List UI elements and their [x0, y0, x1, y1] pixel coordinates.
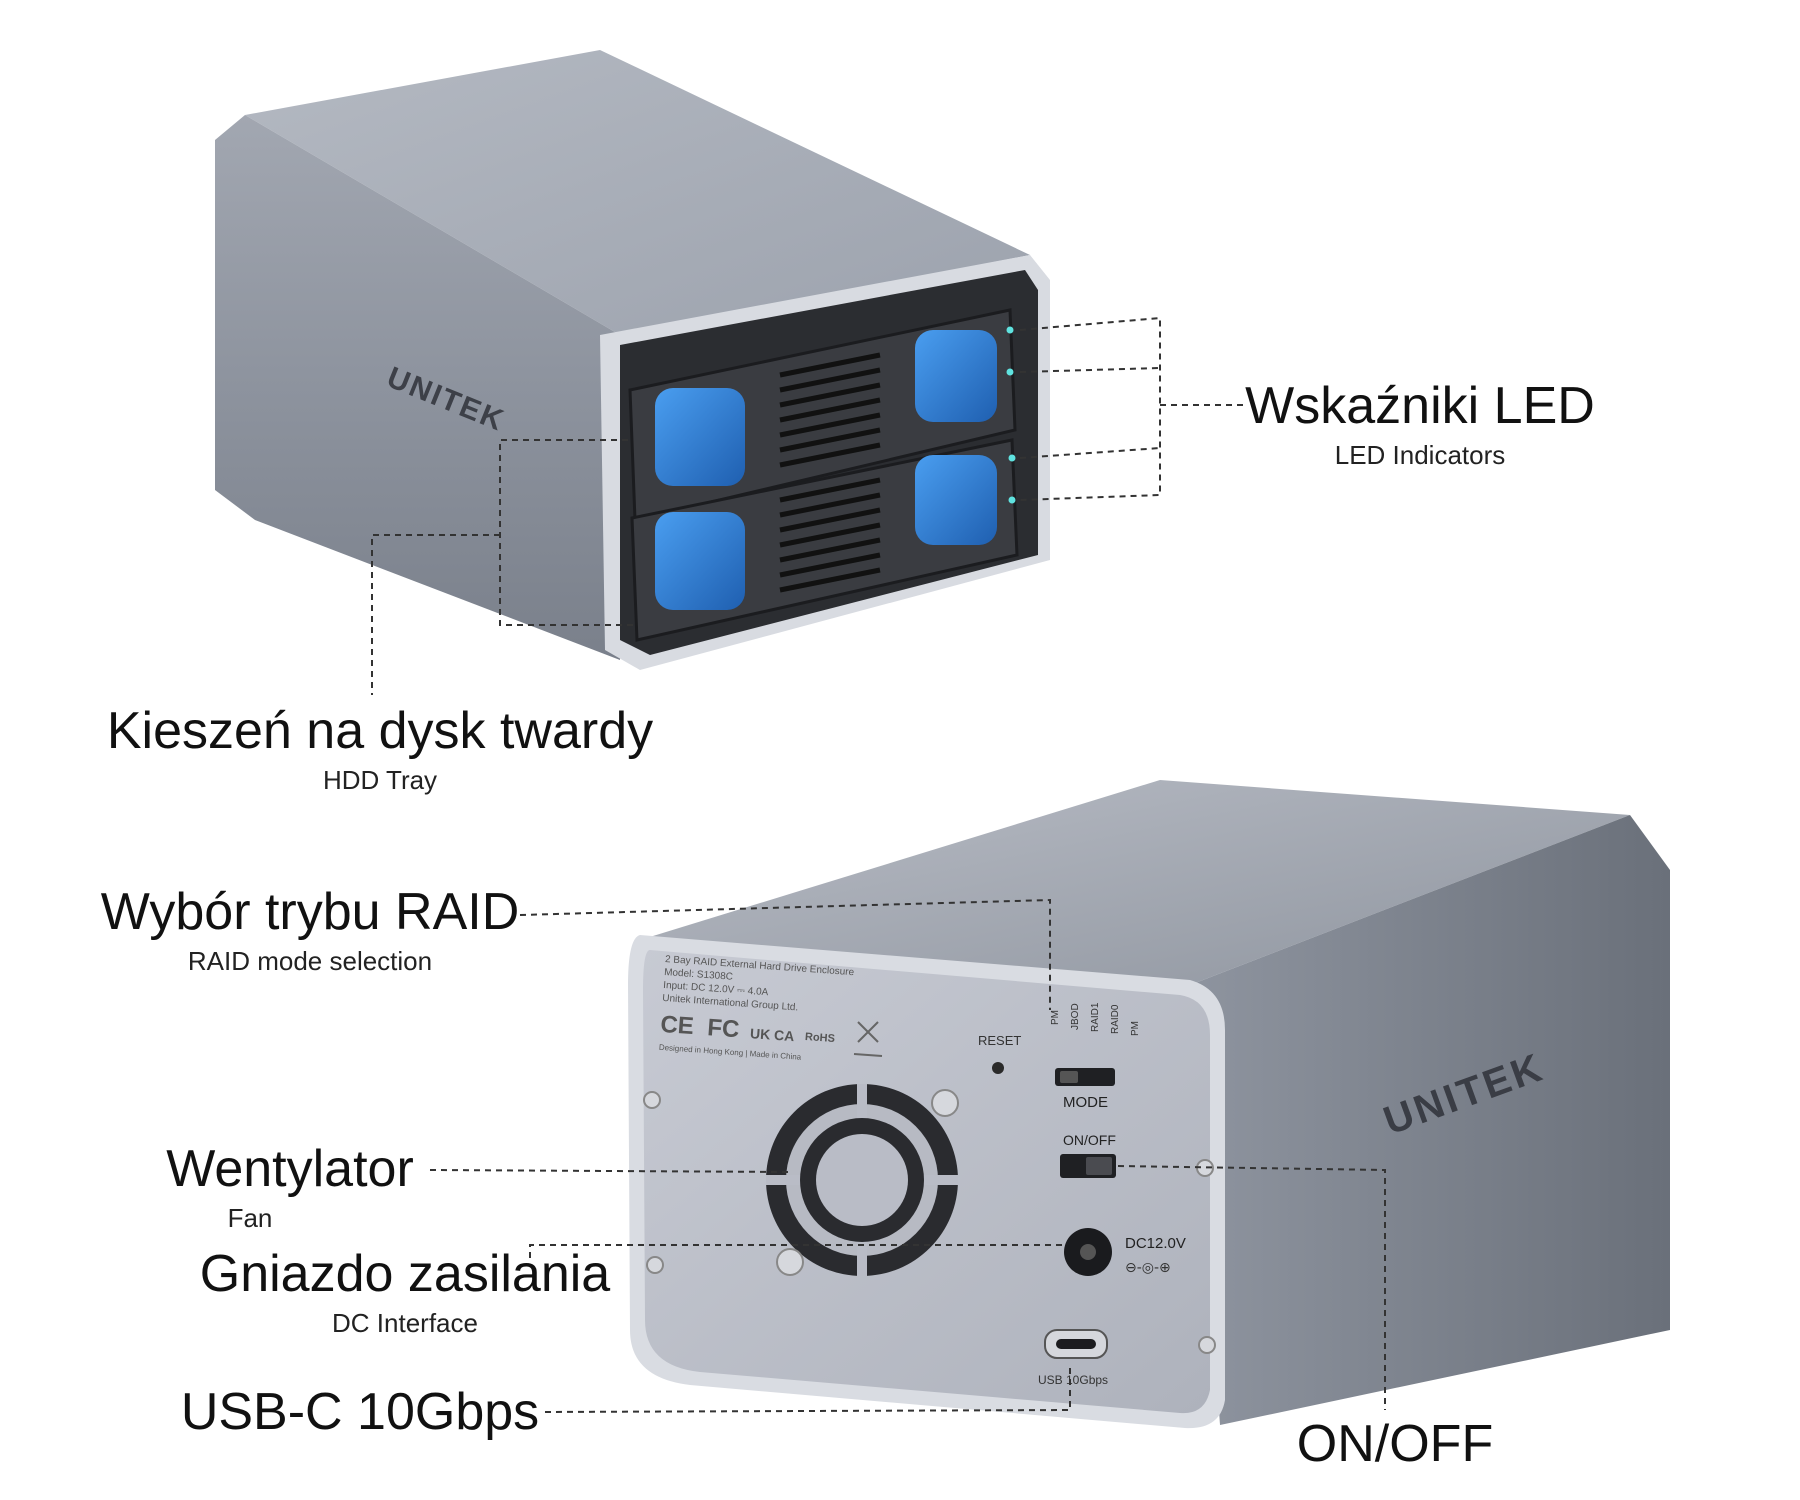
- led-label-pl: Wskaźniki LED: [1245, 377, 1595, 435]
- usb-callout: USB-C 10Gbps: [170, 1386, 550, 1438]
- led-power: [1006, 368, 1014, 376]
- tray-handle-right[interactable]: [915, 455, 997, 545]
- enclosure-front-view: UNITEK: [215, 50, 1050, 670]
- raid-callout: Wybór trybu RAID RAID mode selection: [100, 886, 520, 974]
- fan-hub: [816, 1134, 908, 1226]
- led-label-en: LED Indicators: [1334, 440, 1506, 470]
- hdd-tray-callout: Kieszeń na dysk twardy HDD Tray: [95, 705, 665, 793]
- fan-label-pl: Wentylator: [166, 1140, 414, 1198]
- raid-label-en: RAID mode selection: [187, 946, 433, 976]
- info-line: Model: S1308C: [664, 967, 734, 983]
- hdd-tray-label-pl: Kieszeń na dysk twardy: [106, 702, 654, 760]
- enclosure-top-surface: [245, 50, 1030, 335]
- raid-label-pl: Wybór trybu RAID: [100, 883, 520, 941]
- dc-callout: Gniazdo zasilania DC Interface: [195, 1248, 615, 1336]
- dc-jack-pin: [1080, 1244, 1096, 1260]
- hdd-tray-lower[interactable]: [630, 438, 1019, 642]
- vent-grille: [779, 352, 881, 468]
- power-switch-label: ON/OFF: [1063, 1132, 1116, 1148]
- weee-icon: [853, 1021, 883, 1057]
- screw-icon: [931, 1089, 959, 1117]
- dc-label-en: DC Interface: [332, 1308, 478, 1338]
- screw-icon: [1198, 1336, 1216, 1354]
- tray-handle-left[interactable]: [655, 512, 745, 610]
- tray-handle-right[interactable]: [915, 330, 997, 422]
- leader-fan: [429, 1169, 791, 1173]
- leader-onoff: [1117, 1165, 1386, 1410]
- enclosure-side-surface: [215, 115, 620, 660]
- raid-mode-switch-knob[interactable]: [1060, 1071, 1078, 1083]
- led-activity: [1008, 454, 1016, 462]
- cert-fc: FC: [706, 1014, 740, 1043]
- led-power: [1008, 496, 1016, 504]
- screws: [643, 1089, 1216, 1354]
- usb-port-label: USB 10Gbps: [1038, 1373, 1108, 1387]
- led-activity: [1006, 326, 1014, 334]
- leader-led: [1019, 316, 1161, 501]
- svg-text:JBOD: JBOD: [1070, 1003, 1081, 1030]
- screw-icon: [646, 1256, 664, 1274]
- reset-label: RESET: [978, 1033, 1021, 1048]
- power-switch-knob[interactable]: [1086, 1157, 1112, 1175]
- leader-hdd: [499, 439, 635, 626]
- dc-polarity-icon: ⊖-◎-⊕: [1125, 1260, 1171, 1276]
- leader-usb: [544, 1365, 1071, 1413]
- enclosure-side-surface: [1190, 815, 1670, 1425]
- screw-icon: [643, 1091, 661, 1109]
- cert-rohs: RoHS: [805, 1031, 836, 1045]
- mode-position-labels: PM JBOD RAID1 RAID0 PM: [1050, 1002, 1141, 1036]
- fan-callout: Wentylator Fan: [150, 1143, 430, 1231]
- dc-label: DC12.0V: [1125, 1235, 1186, 1252]
- onoff-label-pl: ON/OFF: [1296, 1415, 1494, 1473]
- hdd-tray-label-en: HDD Tray: [322, 765, 438, 795]
- leader-lines: [371, 316, 1386, 1413]
- leader-led: [1019, 367, 1161, 373]
- fan: [766, 1084, 958, 1276]
- svg-text:PM: PM: [1130, 1021, 1141, 1036]
- usb-label-pl: USB-C 10Gbps: [180, 1383, 540, 1441]
- dc-label-pl: Gniazdo zasilania: [199, 1245, 611, 1303]
- screw-icon: [776, 1248, 804, 1276]
- cert-ce: CE: [660, 1011, 695, 1040]
- leader-dc: [529, 1244, 1062, 1258]
- reset-button[interactable]: [992, 1062, 1004, 1074]
- cert-ukca: UK CA: [750, 1025, 795, 1044]
- leader-raid: [519, 898, 1051, 1010]
- svg-text:RAID1: RAID1: [1090, 1002, 1101, 1032]
- onoff-callout: ON/OFF: [1285, 1418, 1505, 1470]
- enclosure-top-surface: [640, 780, 1630, 985]
- mode-label: MODE: [1063, 1094, 1108, 1111]
- leader-hdd: [371, 534, 500, 695]
- fan-label-en: Fan: [227, 1203, 273, 1233]
- usb-c-port-inner: [1056, 1339, 1096, 1349]
- enclosure-back-view: 2 Bay RAID External Hard Drive Enclosure…: [628, 780, 1670, 1429]
- leader-led: [1019, 447, 1161, 459]
- svg-text:PM: PM: [1050, 1010, 1061, 1025]
- svg-text:RAID0: RAID0: [1110, 1004, 1121, 1034]
- led-callout: Wskaźniki LED LED Indicators: [1240, 380, 1600, 468]
- tray-handle-left[interactable]: [655, 388, 745, 486]
- hdd-tray-upper[interactable]: [628, 308, 1017, 522]
- vent-grille: [779, 477, 881, 593]
